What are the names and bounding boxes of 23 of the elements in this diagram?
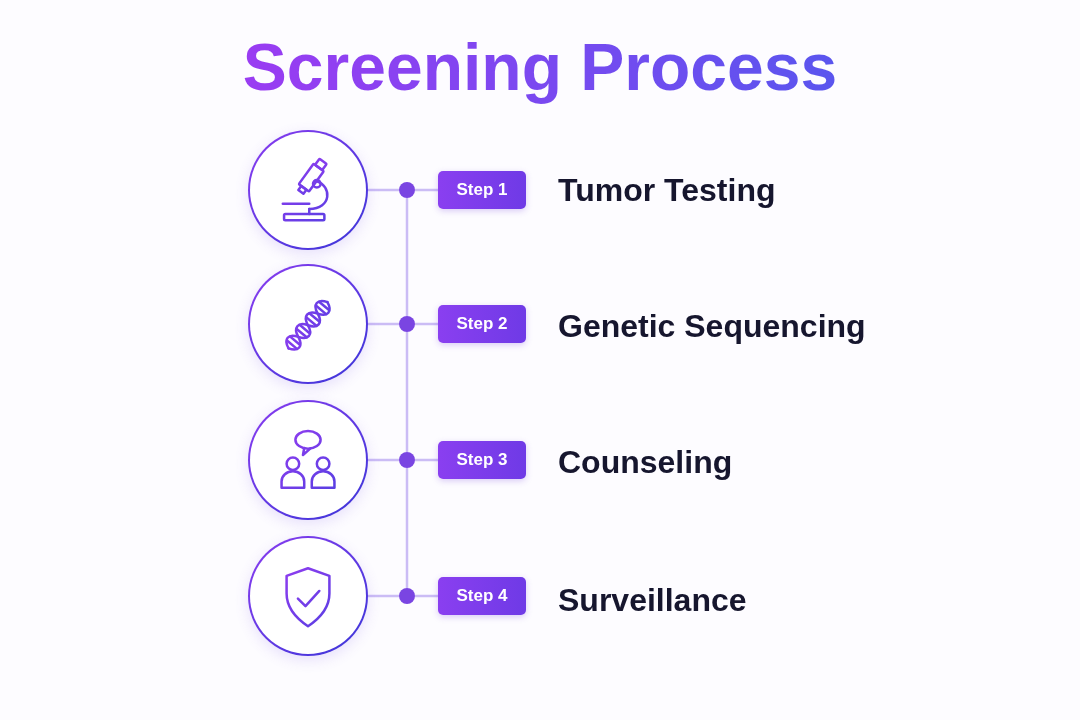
timeline-dot bbox=[399, 452, 415, 468]
step-badge: Step 1 bbox=[438, 171, 526, 209]
timeline-line bbox=[405, 332, 409, 452]
step-title: Counseling bbox=[558, 443, 733, 482]
timeline-dot bbox=[399, 182, 415, 198]
step-title: Tumor Testing bbox=[558, 171, 776, 210]
timeline-line bbox=[405, 468, 409, 588]
connector-line bbox=[415, 458, 438, 462]
connector-line bbox=[368, 458, 399, 462]
timeline-dot bbox=[399, 588, 415, 604]
connector-line bbox=[415, 594, 438, 598]
connector-line bbox=[415, 188, 438, 192]
timeline-line bbox=[405, 198, 409, 316]
step-badge: Step 4 bbox=[438, 577, 526, 615]
connector-line bbox=[368, 322, 399, 326]
step-title: Surveillance bbox=[558, 581, 747, 620]
step-title: Genetic Sequencing bbox=[558, 307, 866, 346]
step-badge: Step 3 bbox=[438, 441, 526, 479]
step-badge: Step 2 bbox=[438, 305, 526, 343]
connector-line bbox=[415, 322, 438, 326]
connector-line bbox=[368, 188, 399, 192]
timeline-dot bbox=[399, 316, 415, 332]
connector-line bbox=[368, 594, 399, 598]
